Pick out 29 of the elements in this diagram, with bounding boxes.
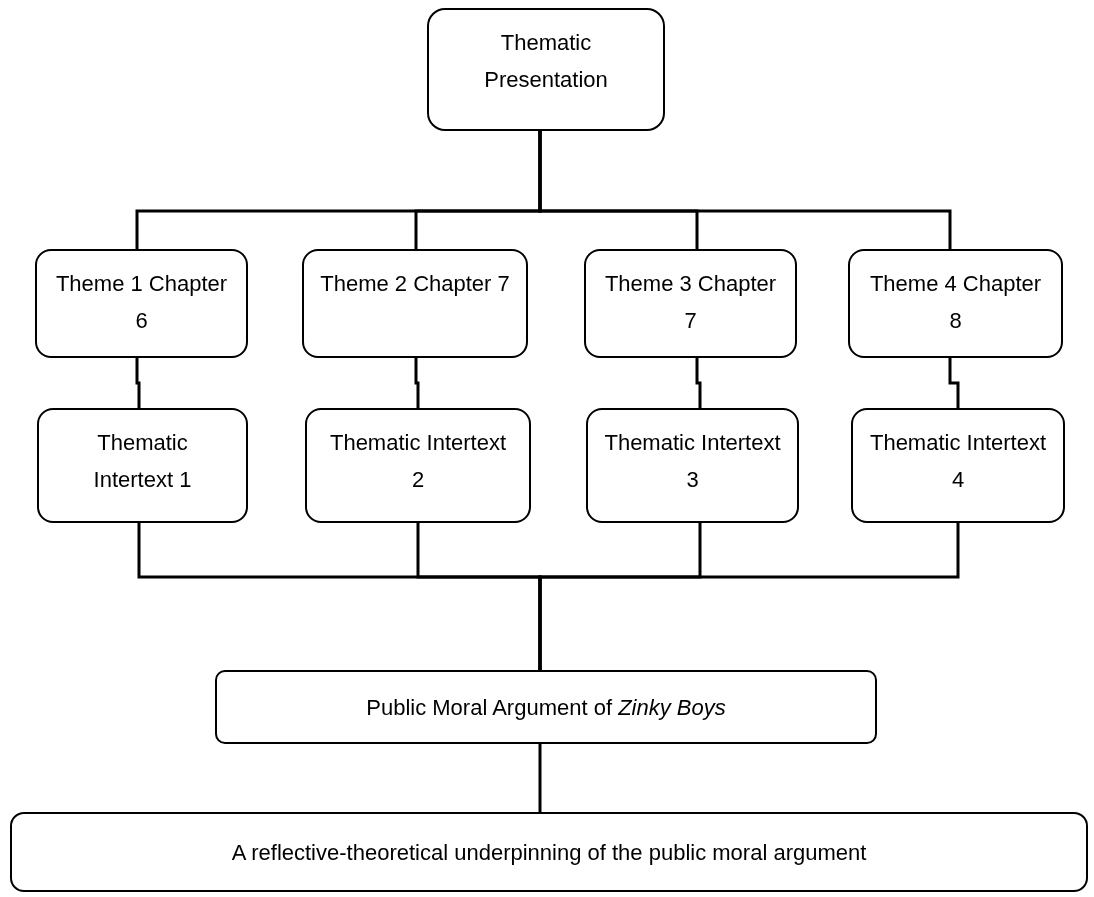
- rounded-box: [35, 249, 248, 358]
- rounded-box: [215, 670, 877, 744]
- box-label: Public Moral Argument of Zinky Boys: [366, 693, 726, 722]
- connector-line: [538, 131, 952, 249]
- connector-line: [695, 358, 702, 408]
- connector-line: [948, 358, 960, 408]
- rounded-box: [10, 812, 1088, 892]
- connector-line: [538, 744, 542, 812]
- box-label: Thematic Presentation: [483, 29, 609, 94]
- box-label: Thematic Intertext 2: [328, 429, 508, 494]
- box-label: A reflective-theoretical underpinning of the public moral argument: [231, 838, 867, 867]
- box-label: Thematic Intertext 1: [92, 429, 193, 494]
- connector-line: [538, 523, 960, 670]
- connector-line: [414, 358, 420, 408]
- rounded-box: [586, 408, 799, 523]
- box-label: Thematic Intertext 3: [604, 429, 781, 494]
- rounded-box: [37, 408, 248, 523]
- box-label: Theme 1 Chapter 6: [54, 270, 229, 335]
- rounded-box: [848, 249, 1063, 358]
- box-label: Thematic Intertext 4: [869, 429, 1047, 494]
- box-label: Theme 4 Chapter 8: [868, 270, 1043, 335]
- rounded-box: [305, 408, 531, 523]
- box-label: Theme 3 Chapter 7: [603, 270, 778, 335]
- box-label: Theme 2 Chapter 7: [320, 270, 510, 298]
- connector-line: [135, 358, 141, 408]
- rounded-box: [584, 249, 797, 358]
- rounded-box: [427, 8, 665, 131]
- rounded-box: [302, 249, 528, 358]
- rounded-box: [851, 408, 1065, 523]
